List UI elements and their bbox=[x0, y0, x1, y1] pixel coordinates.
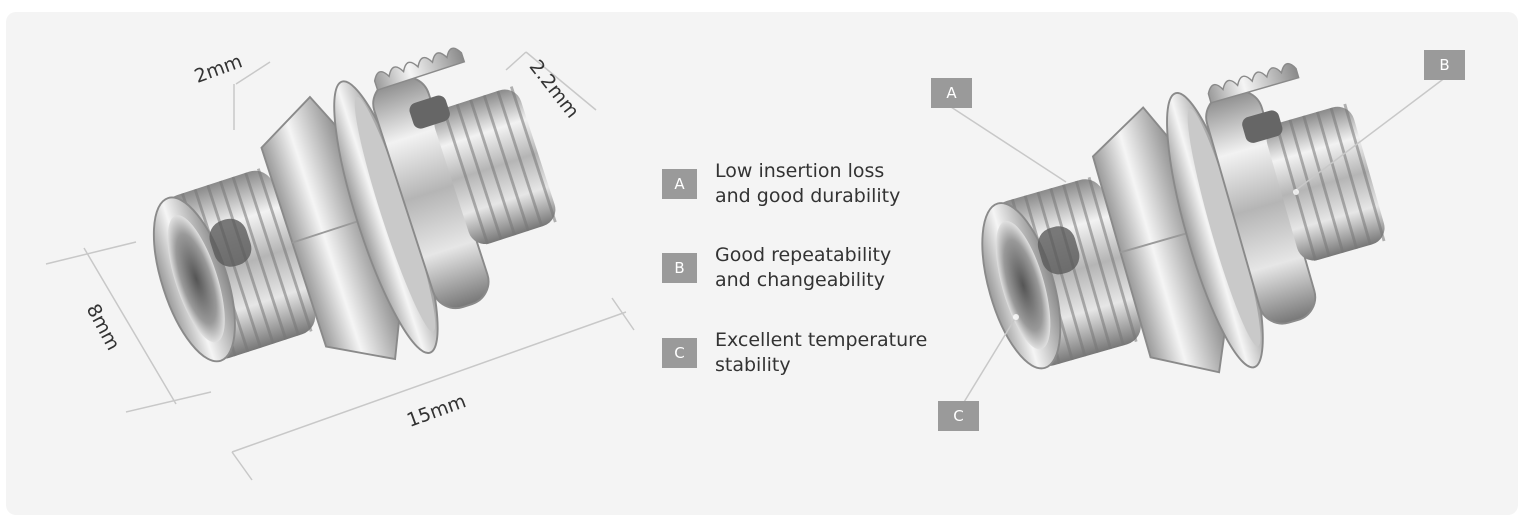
feature-text: Low insertion loss and good durability bbox=[715, 159, 945, 209]
feature-line: Good repeatability bbox=[715, 244, 892, 266]
feature-line: and changeability bbox=[715, 269, 885, 291]
feature-item-a: A Low insertion loss and good durability bbox=[662, 159, 945, 209]
feature-badge: A bbox=[662, 169, 697, 199]
callout-b: B bbox=[1424, 50, 1465, 80]
feature-line: stability bbox=[715, 354, 791, 376]
feature-item-b: B Good repeatability and changeability bbox=[662, 243, 945, 293]
product-panel: 2mm 2.2mm 8mm 15mm A Low insertion loss … bbox=[6, 12, 1518, 515]
callout-a: A bbox=[931, 78, 972, 108]
callout-lines bbox=[950, 76, 1447, 408]
dimension-lines bbox=[45, 51, 635, 481]
feature-line: Excellent temperature bbox=[715, 329, 928, 351]
right-connector-image bbox=[949, 46, 1414, 434]
feature-line: Low insertion loss bbox=[715, 160, 885, 182]
callout-c: C bbox=[938, 401, 979, 431]
feature-badge: B bbox=[662, 253, 697, 283]
left-connector-image bbox=[118, 29, 588, 427]
feature-line: and good durability bbox=[715, 185, 901, 207]
connector-illustrations bbox=[45, 29, 1447, 481]
feature-text: Excellent temperature stability bbox=[715, 328, 945, 378]
feature-text: Good repeatability and changeability bbox=[715, 243, 945, 293]
feature-badge: C bbox=[662, 338, 697, 368]
feature-item-c: C Excellent temperature stability bbox=[662, 328, 945, 378]
